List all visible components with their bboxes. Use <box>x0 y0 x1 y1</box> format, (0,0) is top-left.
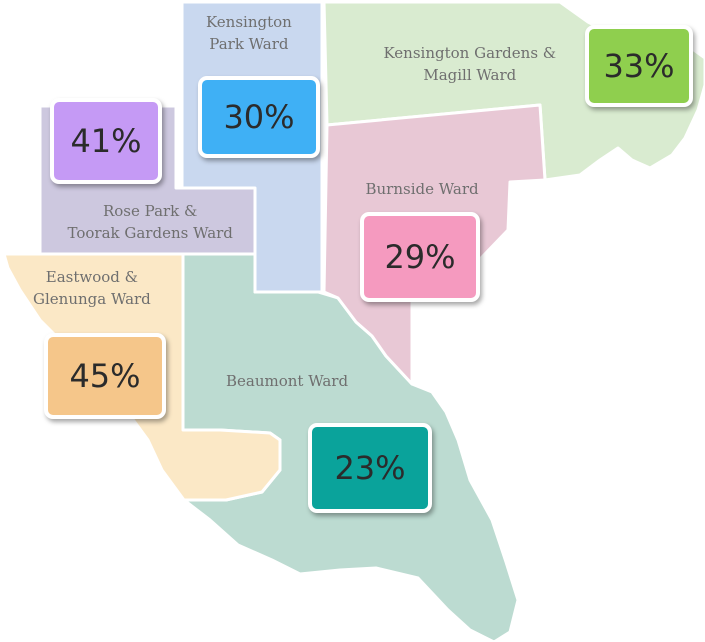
ward-label-line: Magill Ward <box>423 66 517 84</box>
ward-label-kensington-gardens-magill: Kensington Gardens & Magill Ward <box>384 42 557 86</box>
ward-label-line: Burnside Ward <box>365 180 479 198</box>
ward-label-beaumont: Beaumont Ward <box>226 370 348 392</box>
percent-badge-eastwood-glenunga: 45% <box>44 333 166 419</box>
ward-label-line: Kensington <box>206 13 292 31</box>
ward-label-line: Toorak Gardens Ward <box>67 224 233 242</box>
ward-label-rose-park-toorak-gardens: Rose Park & Toorak Gardens Ward <box>68 200 233 244</box>
percent-badge-beaumont: 23% <box>308 423 432 513</box>
ward-label-line: Eastwood & <box>45 268 139 286</box>
percent-badge-kensington-park: 30% <box>198 76 320 158</box>
ward-label-line: Rose Park & <box>102 202 198 220</box>
ward-label-eastwood-glenunga: Eastwood & Glenunga Ward <box>33 266 151 310</box>
percent-badge-rose-park-toorak-gardens: 41% <box>50 98 162 184</box>
ward-label-line: Park Ward <box>209 35 289 53</box>
ward-label-line: Glenunga Ward <box>33 290 151 308</box>
percent-badge-burnside: 29% <box>360 212 480 302</box>
ward-label-line: Beaumont Ward <box>226 372 349 390</box>
percent-badge-kensington-gardens-magill: 33% <box>585 25 693 107</box>
ward-label-line: Kensington Gardens & <box>383 44 557 62</box>
ward-label-burnside: Burnside Ward <box>366 178 479 200</box>
